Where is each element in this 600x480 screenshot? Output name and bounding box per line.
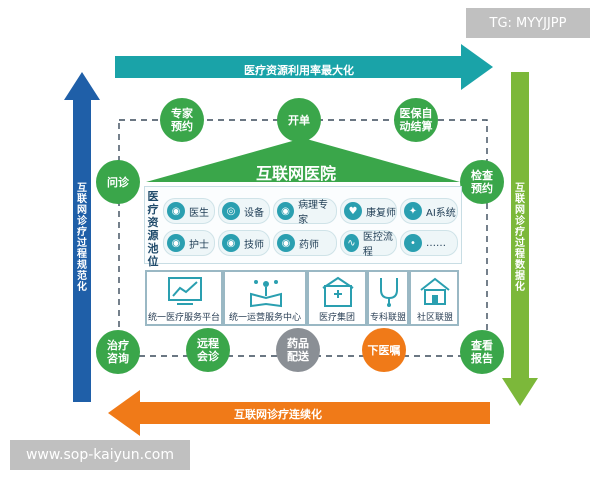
- resource-technician: ◉ 技师: [218, 230, 270, 256]
- resource-label: 医生: [189, 207, 209, 219]
- hospital-title: 互联网医院: [256, 164, 337, 183]
- node-remote-consult: 远程 会诊: [186, 328, 230, 372]
- resource-device: ◎ 设备: [218, 198, 270, 224]
- resource-nurse: ◉ 护士: [163, 230, 215, 256]
- resource-ai: ✦ AI系统: [400, 198, 458, 224]
- hospital-roof: [146, 138, 460, 182]
- resource-rehab: ♥ 康复师: [340, 198, 397, 224]
- watermark-bottom: www.sop-kaiyun.com: [10, 440, 190, 470]
- node-drug-delivery: 药品 配送: [276, 328, 320, 372]
- book-network-icon: [250, 280, 282, 308]
- resource-pharmacist: ◉ 药师: [273, 230, 337, 256]
- pulse-icon: ∿: [344, 234, 359, 252]
- resource-label: 医控流程: [362, 232, 393, 258]
- resource-pathologist: ◉病理专家: [273, 198, 337, 226]
- technician-icon: ◉: [222, 234, 240, 252]
- node-expert-appointment: 专家 预约: [160, 98, 204, 142]
- watermark-top: TG: MYYJJPP: [466, 8, 590, 38]
- top-arrow: [115, 44, 493, 90]
- dashed-frame: [118, 119, 488, 357]
- node-exam-appointment: 检查 预约: [460, 160, 504, 204]
- platform-label: 统一医疗服务平台: [147, 313, 220, 323]
- stethoscope-icon: [380, 278, 398, 307]
- platform-label: 社区联盟: [416, 313, 453, 323]
- node-order: 开单: [277, 98, 321, 142]
- right-arrow-label: 互联网诊疗过程数据化: [515, 183, 525, 293]
- platform-label: 医疗集团: [318, 313, 355, 323]
- heart-icon: ♥: [344, 202, 362, 220]
- left-arrow: [64, 72, 100, 402]
- pathologist-icon: ◉: [277, 202, 295, 220]
- node-insurance-settlement: 医保自 动结算: [394, 98, 438, 142]
- nurse-icon: ◉: [167, 234, 185, 252]
- top-arrow-label: 医疗资源利用率最大化: [244, 64, 354, 77]
- bottom-arrow: [108, 390, 490, 436]
- resource-more: • ……: [400, 230, 458, 256]
- platform-box-community: [409, 270, 459, 326]
- monitor-chart-icon: [168, 277, 202, 305]
- hospital-building-icon: [322, 276, 354, 307]
- more-icon: •: [404, 234, 422, 252]
- resource-doctor: ◉ 医生: [163, 198, 215, 224]
- ai-icon: ✦: [404, 202, 422, 220]
- platform-label: 专科联盟: [369, 313, 406, 323]
- platform-label: 统一运营服务中心: [228, 313, 301, 323]
- node-treatment-consult: 治疗 咨询: [96, 330, 140, 374]
- resource-process: ∿医控流程: [340, 230, 397, 258]
- resource-label: 康复师: [366, 207, 396, 219]
- bottom-arrow-label: 互联网诊疗连续化: [234, 408, 322, 421]
- resource-label: 药师: [299, 239, 319, 251]
- resource-label: 病理专家: [298, 200, 329, 226]
- right-arrow: [502, 72, 538, 406]
- pool-label: 医疗资源池位: [147, 190, 159, 268]
- resource-label: AI系统: [426, 207, 456, 219]
- left-arrow-label: 互联网诊疗过程规范化: [77, 183, 87, 293]
- device-icon: ◎: [222, 202, 240, 220]
- platform-box-specialty: [367, 270, 409, 326]
- doctor-icon: ◉: [167, 202, 185, 220]
- node-view-report: 查看 报告: [460, 330, 504, 374]
- node-prescription: 下医嘱: [362, 328, 406, 372]
- resource-label: 技师: [244, 239, 264, 251]
- pharmacist-icon: ◉: [277, 234, 295, 252]
- resource-label: 护士: [189, 239, 209, 251]
- node-consultation: 问诊: [96, 160, 140, 204]
- platform-box-operation: [223, 270, 307, 326]
- resource-label: ……: [426, 237, 446, 249]
- platform-box-medical-service: [145, 270, 223, 326]
- resource-label: 设备: [244, 207, 264, 219]
- house-icon: [420, 277, 450, 305]
- platform-box-group: [307, 270, 367, 326]
